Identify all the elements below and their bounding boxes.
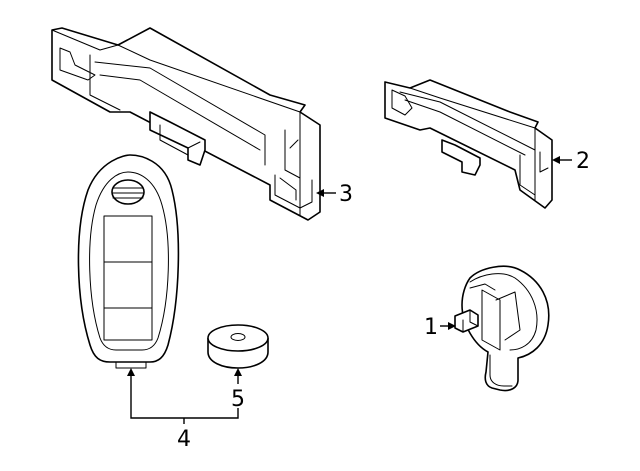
callout-2: 2 [552,149,590,174]
callout-3: 3 [316,182,353,207]
antenna-bracket-small-icon [384,79,553,209]
antenna-bracket-large-icon [51,27,321,221]
callout-4-label: 4 [177,427,191,452]
callout-5: 5 [231,368,245,412]
callout-5-label: 5 [231,387,245,412]
nissan-logo-icon [111,179,145,205]
callout-2-label: 2 [576,149,590,174]
callout-1: 1 [424,315,456,340]
sensor-icon [454,265,550,392]
key-fob-icon [77,154,180,369]
callout-3-label: 3 [339,182,353,207]
callout-1-label: 1 [424,315,438,340]
callout-4: 4 [127,368,239,452]
battery-icon [207,324,269,369]
